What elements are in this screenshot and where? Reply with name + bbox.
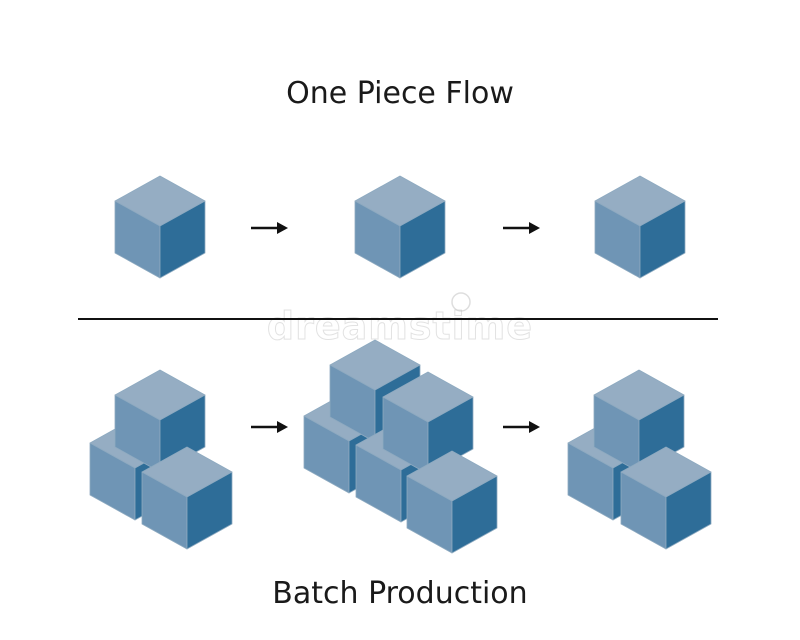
- arrow-head: [529, 222, 540, 234]
- cube-icon: [354, 175, 446, 279]
- cube-icon: [114, 175, 206, 279]
- cube-icon: [141, 446, 233, 550]
- watermark-logo-icon: [451, 292, 471, 312]
- arrow-right-icon: [251, 421, 288, 433]
- one-piece-flow-title: One Piece Flow: [286, 76, 514, 111]
- cube-right-face: [159, 200, 206, 279]
- cube-right-face: [451, 475, 498, 554]
- cube-right-face: [399, 200, 446, 279]
- batch-production-row: [89, 339, 712, 554]
- one-piece-flow-row: [114, 175, 686, 279]
- arrow-head: [529, 421, 540, 433]
- cube-right-face: [186, 471, 233, 550]
- arrow-head: [277, 421, 288, 433]
- cube-icon: [406, 450, 498, 554]
- cube-icon: [382, 371, 474, 475]
- arrow-head: [277, 222, 288, 234]
- cube-icon: [594, 175, 686, 279]
- cube-right-face: [427, 396, 474, 475]
- cube-icon: [620, 446, 712, 550]
- cube-right-face: [639, 200, 686, 279]
- arrow-right-icon: [503, 222, 540, 234]
- arrow-right-icon: [503, 421, 540, 433]
- cube-icon: [593, 369, 685, 473]
- watermark: dreamstime: [266, 304, 534, 349]
- arrow-right-icon: [251, 222, 288, 234]
- batch-production-title: Batch Production: [272, 576, 528, 611]
- cube-right-face: [665, 471, 712, 550]
